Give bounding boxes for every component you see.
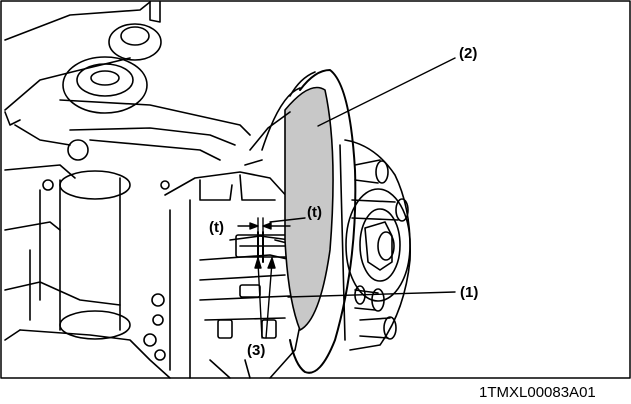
leader-disc xyxy=(317,57,456,127)
leader-mark-left xyxy=(257,261,263,339)
figure-border xyxy=(0,0,631,379)
callout-thickness-left: (t) xyxy=(209,219,224,236)
axle-housing xyxy=(4,164,171,379)
callout-wear-marks: (3) xyxy=(247,342,266,359)
arrow-mark-right xyxy=(267,257,276,269)
callout-thickness-right: (t) xyxy=(307,204,322,221)
callout-disc: (2) xyxy=(459,45,478,62)
arrow-mark-left xyxy=(254,257,262,269)
leader-pad xyxy=(287,291,456,298)
disc-friction-surface xyxy=(284,86,334,331)
brake-disc xyxy=(244,69,357,374)
leader-lines xyxy=(237,57,456,339)
leader-mark-right xyxy=(265,261,273,339)
figure-id: 1TMXL00083A01 xyxy=(479,384,596,401)
wheel-hub xyxy=(339,139,412,351)
caliper-body xyxy=(151,171,306,379)
callout-pad: (1) xyxy=(460,284,479,301)
upper-suspension-arm xyxy=(4,1,251,161)
